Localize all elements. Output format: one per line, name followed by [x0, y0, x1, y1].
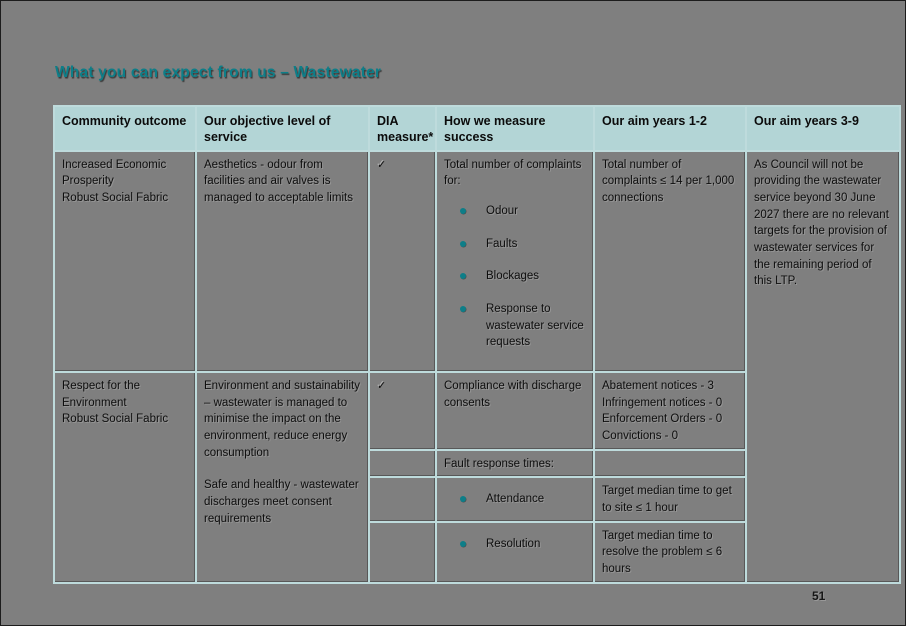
cell-objective-row1: Aesthetics - odour from facilities and a… — [195, 149, 370, 373]
aim-line: Abatement notices - 3 — [602, 379, 714, 392]
measure-intro: Total number of complaints for: — [444, 158, 582, 188]
cell-aim-1-2-row2c: Target median time to get to site ≤ 1 ho… — [593, 476, 747, 523]
objective-paragraph: Safe and healthy - wastewater discharges… — [204, 479, 359, 525]
measure-bullet-list: Attendance — [444, 491, 586, 508]
cell-aim-1-2-row1: Total number of complaints ≤ 14 per 1,00… — [593, 149, 747, 373]
list-item: Attendance — [444, 491, 586, 508]
cell-community-outcome-row2: Respect for the Environment Robust Socia… — [53, 370, 197, 584]
measure-bullet-list: Resolution — [444, 536, 586, 553]
aim-line: Enforcement Orders - 0 — [602, 413, 723, 426]
cell-dia-row1: ✓ — [368, 149, 437, 373]
bullet-icon — [460, 240, 466, 247]
bullet-label: Response to wastewater service requests — [486, 302, 584, 349]
cell-dia-row2b — [368, 448, 437, 479]
col-header-objective-level: Our objective level of service — [195, 105, 370, 152]
col-header-dia-measure: DIA measure* — [368, 105, 437, 152]
bullet-label: Attendance — [486, 493, 545, 506]
cell-measure-row2d: Resolution — [435, 520, 595, 584]
outcome-line: Robust Social Fabric — [62, 413, 169, 426]
cell-objective-row2: Environment and sustainability – wastewa… — [195, 370, 370, 584]
table-row: Respect for the Environment Robust Socia… — [53, 370, 900, 584]
table-row: Attendance Target median time to get to … — [54, 476, 900, 523]
aim-line: Convictions - 0 — [602, 429, 679, 442]
page-number: 51 — [812, 589, 826, 603]
list-item: Blockages — [444, 268, 586, 285]
measure-bullet-list: Odour Faults Blockages Response to waste… — [444, 203, 586, 351]
aim-line: Infringement notices - 0 — [602, 396, 723, 409]
table-row: Resolution Target median time to resolve… — [54, 520, 900, 584]
cell-community-outcome-row1: Increased Economic Prosperity Robust Soc… — [53, 149, 197, 373]
list-item: Response to wastewater service requests — [444, 301, 586, 351]
col-header-aim-years-1-2: Our aim years 1-2 — [593, 105, 747, 152]
table-row: Increased Economic Prosperity Robust Soc… — [53, 149, 901, 584]
checkmark-icon: ✓ — [377, 379, 387, 392]
col-header-aim-years-3-9: Our aim years 3-9 — [745, 105, 901, 152]
cell-measure-row1: Total number of complaints for: Odour Fa… — [435, 149, 595, 373]
bullet-label: Odour — [486, 204, 518, 217]
bullet-icon — [460, 496, 466, 503]
cell-aim-1-2-row2a: Abatement notices - 3 Infringement notic… — [593, 370, 747, 451]
outcome-line: Increased Economic Prosperity — [62, 158, 167, 188]
outcome-line: Robust Social Fabric — [62, 191, 169, 204]
cell-aim-3-9-merged: As Council will not be providing the was… — [745, 149, 901, 584]
list-item: Resolution — [444, 536, 586, 553]
cell-aim-1-2-row2d: Target median time to resolve the proble… — [593, 520, 747, 584]
outcome-line: Respect for the Environment — [62, 379, 140, 409]
cell-measure-row2b: Fault response times: — [435, 448, 595, 479]
bullet-icon — [460, 305, 466, 312]
col-header-how-we-measure: How we measure success — [435, 105, 595, 152]
list-item: Odour — [444, 203, 586, 220]
col-header-community-outcome: Community outcome — [53, 105, 197, 152]
bullet-icon — [460, 207, 466, 214]
table-header-row: Community outcome Our objective level of… — [53, 105, 901, 152]
cell-measure-row2a: Compliance with discharge consents — [435, 370, 595, 451]
bullet-label: Resolution — [486, 537, 541, 550]
cell-measure-row2c: Attendance — [435, 476, 595, 523]
cell-dia-row2a: ✓ — [368, 370, 437, 451]
objective-paragraph: Environment and sustainability – wastewa… — [204, 379, 360, 459]
bullet-icon — [460, 540, 466, 547]
cell-dia-row2c — [368, 476, 437, 523]
bullet-label: Blockages — [486, 270, 540, 283]
service-levels-table: Community outcome Our objective level of… — [53, 105, 901, 584]
bullet-icon — [460, 273, 466, 280]
table-row: Fault response times: — [54, 448, 900, 479]
cell-aim-1-2-row2b — [593, 448, 747, 479]
list-item: Faults — [444, 236, 586, 253]
page-title: What you can expect from us – Wastewater — [55, 64, 382, 81]
bullet-label: Faults — [486, 237, 518, 250]
cell-dia-row2d — [368, 520, 437, 584]
checkmark-icon: ✓ — [377, 158, 387, 171]
